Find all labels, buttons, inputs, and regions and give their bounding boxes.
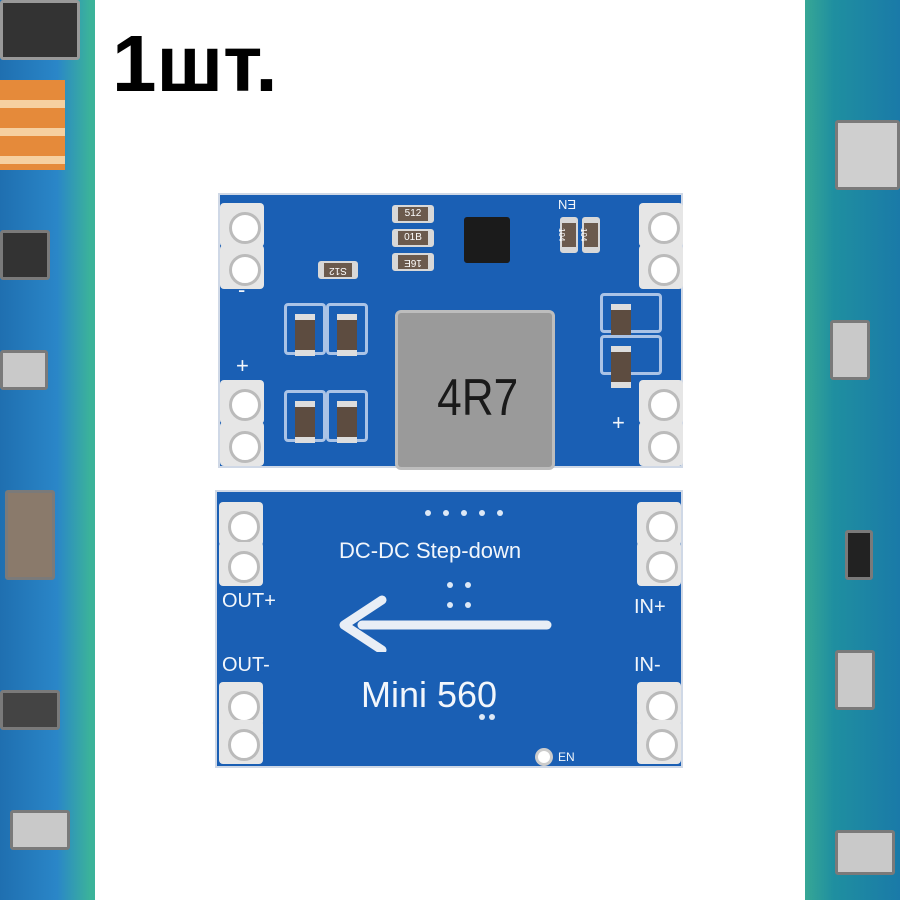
diode <box>0 350 48 390</box>
transistor <box>0 230 50 280</box>
pad <box>220 422 264 466</box>
capacitor <box>600 293 662 346</box>
regulator-ic <box>464 217 510 263</box>
pad <box>220 203 264 247</box>
diode <box>845 530 873 580</box>
via <box>447 602 453 608</box>
hole <box>535 748 553 766</box>
via <box>425 510 431 516</box>
via <box>465 602 471 608</box>
capacitor <box>326 303 368 356</box>
out-plus-label: OUT+ <box>222 590 276 612</box>
capacitor <box>284 390 326 443</box>
capacitor <box>284 303 326 356</box>
en-label: EN <box>558 197 577 212</box>
pad <box>639 422 683 466</box>
pad <box>219 502 263 546</box>
bottom-board: DC-DC Step-down OUT+ OUT- IN+ IN- Mini 5… <box>215 490 683 768</box>
via <box>479 714 485 720</box>
component <box>830 320 870 380</box>
capacitor <box>326 390 368 443</box>
component <box>835 120 900 190</box>
quantity-label: 1шт. <box>112 19 278 108</box>
pad <box>637 720 681 764</box>
component <box>835 650 875 710</box>
capacitor <box>600 335 662 388</box>
pad <box>219 682 263 726</box>
plus-label: + <box>236 353 249 378</box>
via <box>461 510 467 516</box>
pad <box>639 380 683 424</box>
in-plus-label: IN+ <box>634 596 666 618</box>
arrow-left-icon <box>339 595 552 652</box>
via <box>447 582 453 588</box>
resistor: 01B <box>392 229 434 247</box>
via <box>465 582 471 588</box>
ic-chip <box>0 0 80 60</box>
component <box>835 830 895 875</box>
left-pcb-strip <box>0 0 95 900</box>
via <box>497 510 503 516</box>
inductor-marking: 4R7 <box>437 369 519 427</box>
inductor: 4R7 <box>395 310 555 470</box>
via <box>479 510 485 516</box>
plus-label: + <box>612 410 625 435</box>
pad <box>639 203 683 247</box>
right-pcb-strip <box>805 0 900 900</box>
resistor-array <box>0 80 65 170</box>
in-minus-label: IN- <box>634 654 661 676</box>
board-title: DC-DC Step-down <box>339 538 522 563</box>
pad <box>639 245 683 289</box>
pad <box>637 502 681 546</box>
pad <box>637 542 681 586</box>
component <box>10 810 70 850</box>
resistor: S12 <box>318 261 358 279</box>
en-label: EN <box>558 750 575 764</box>
minus-label: - <box>238 277 246 302</box>
via <box>489 714 495 720</box>
pad <box>220 245 264 289</box>
resistor-group <box>5 490 55 580</box>
pad <box>220 380 264 424</box>
resistor: 512 <box>392 205 434 223</box>
out-minus-label: OUT- <box>222 654 270 676</box>
resistor: 16E <box>392 253 434 271</box>
via <box>443 510 449 516</box>
pad <box>637 682 681 726</box>
resistor: 104 <box>557 217 578 253</box>
model-label: Mini 560 <box>361 674 498 715</box>
resistor: 104 <box>579 217 600 253</box>
pad <box>219 542 263 586</box>
pad <box>219 720 263 764</box>
top-board: - + + EN 512 01B 16E S12 104 104 4R7 <box>218 193 683 470</box>
component <box>0 690 60 730</box>
